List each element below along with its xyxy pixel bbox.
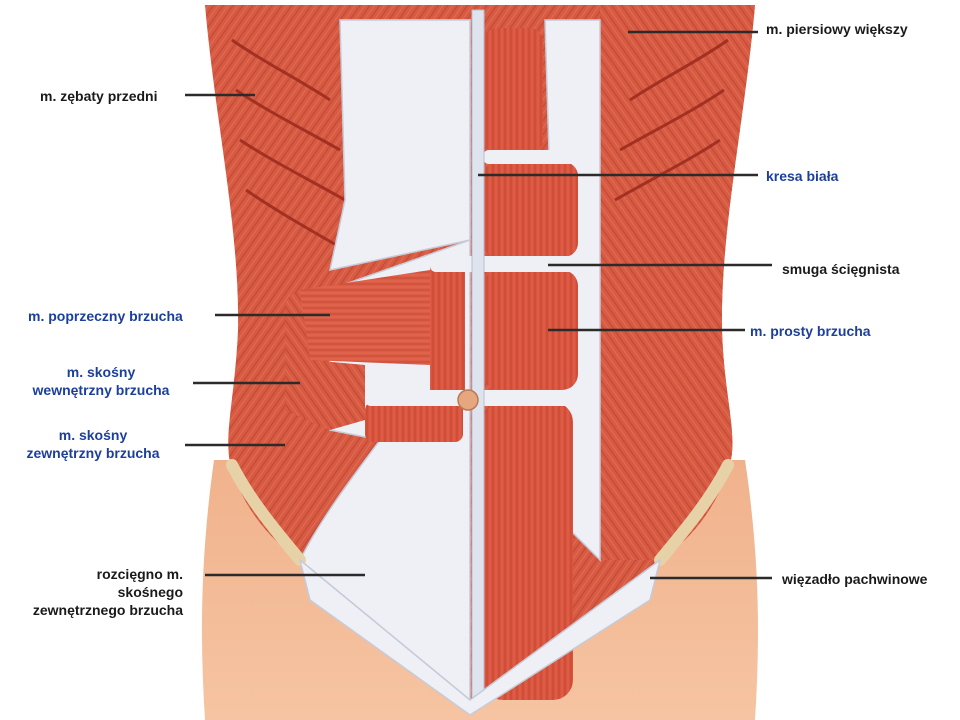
inguinal-ligament-left <box>226 459 306 566</box>
internal-oblique <box>285 290 365 430</box>
umbilicus <box>457 389 479 411</box>
label-aponeurosis-line3: zewnętrznego brzucha <box>32 602 183 618</box>
rectus-abdominis-left <box>365 258 465 442</box>
transversus-abdominis <box>300 270 430 365</box>
label-pectoralis-major: m. piersiowy większy <box>766 21 908 37</box>
label-external-oblique: m. skośny zewnętrzny brzucha <box>8 426 178 462</box>
label-linea-alba: kresa biała <box>766 168 839 184</box>
label-aponeurosis: rozcięgno m. skośnego zewnętrznego brzuc… <box>0 565 183 619</box>
inguinal-ligament-right <box>654 459 734 566</box>
serratus-anterior-left <box>231 38 346 252</box>
label-internal-oblique-line2: wewnętrzny brzucha <box>32 382 170 398</box>
label-external-oblique-line2: zewnętrzny brzucha <box>26 445 160 461</box>
label-aponeurosis-line1: rozcięgno m. <box>96 566 183 582</box>
label-serratus-anterior: m. zębaty przedni <box>40 88 158 104</box>
label-inguinal-ligament: więzadło pachwinowe <box>782 571 928 587</box>
linea-alba <box>471 9 485 701</box>
leader-lines <box>185 30 772 580</box>
label-transversus-abdominis: m. poprzeczny brzucha <box>28 308 183 324</box>
label-internal-oblique-line1: m. skośny <box>66 364 136 380</box>
label-aponeurosis-line2: skośnego <box>117 584 183 600</box>
label-tendinous-intersection: smuga ścięgnista <box>782 261 900 277</box>
serratus-anterior-right <box>614 38 729 202</box>
rectus-abdominis-right <box>483 28 578 700</box>
label-internal-oblique: m. skośny wewnętrzny brzucha <box>16 363 186 399</box>
label-external-oblique-line1: m. skośny <box>58 427 128 443</box>
label-rectus-abdominis: m. prosty brzucha <box>750 323 871 339</box>
